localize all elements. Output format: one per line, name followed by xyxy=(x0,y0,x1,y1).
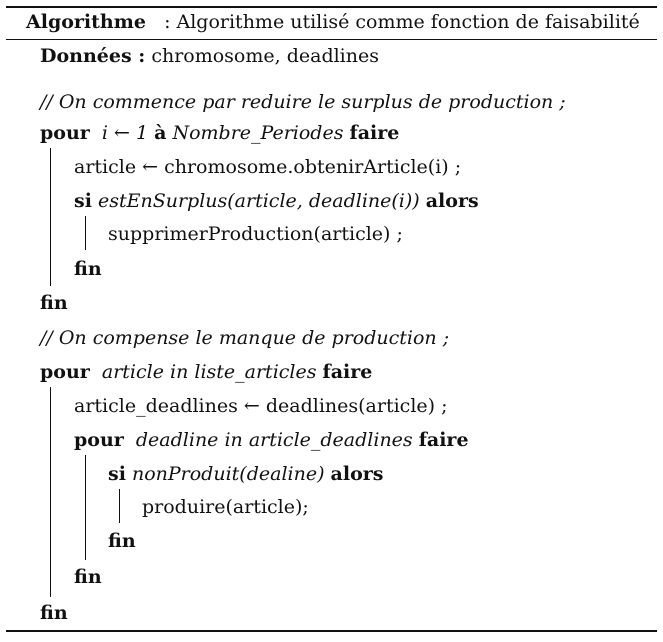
if2-keyword: si xyxy=(108,463,126,485)
algorithm-caption: Algorithme : Algorithme utilisé comme fo… xyxy=(26,10,640,34)
if2-header: si nonProduit(dealine) alors xyxy=(108,462,383,486)
if1-keyword: si xyxy=(74,190,92,212)
if1-then-keyword: alors xyxy=(425,190,479,212)
if2-block-bar xyxy=(119,489,120,523)
inner-loop-header: pour deadline in article_deadlines faire xyxy=(74,428,469,452)
if1-body: supprimerProduction(article) ; xyxy=(108,223,403,245)
if1-block-bar xyxy=(85,216,86,250)
loop1-bound: Nombre_Periodes xyxy=(172,122,344,144)
inner-loop-end: fin xyxy=(74,566,102,588)
if1-condition: estEnSurplus(article, deadline(i)) xyxy=(97,190,420,212)
loop2-do-keyword: faire xyxy=(322,361,373,383)
inner-iter: deadline in article_deadlines xyxy=(135,429,413,451)
inputs-text: chromosome, deadlines xyxy=(151,45,379,67)
loop2-block-bar xyxy=(50,387,51,597)
loop1-do-keyword: faire xyxy=(349,122,400,144)
inputs-line: Données : chromosome, deadlines xyxy=(40,44,379,68)
inputs-keyword: Données : xyxy=(40,45,146,67)
loop2-end: fin xyxy=(40,602,68,624)
inner-for-keyword: pour xyxy=(74,429,124,451)
if1-end: fin xyxy=(74,258,102,280)
loop1-for-keyword: pour xyxy=(40,122,90,144)
algorithm-keyword: Algorithme xyxy=(26,11,146,33)
algorithm-block: Algorithme : Algorithme utilisé comme fo… xyxy=(6,6,657,632)
loop2-header: pour article in liste_articles faire xyxy=(40,360,372,384)
inner-do-keyword: faire xyxy=(418,429,469,451)
loop1-var: i ← 1 xyxy=(101,122,149,144)
if2-end: fin xyxy=(108,530,136,552)
bottom-rule xyxy=(6,630,657,632)
inner-loop-block-bar xyxy=(85,455,86,560)
loop1-end: fin xyxy=(40,292,68,314)
if1-header: si estEnSurplus(article, deadline(i)) al… xyxy=(74,189,479,213)
if2-then-keyword: alors xyxy=(330,463,384,485)
caption-rule xyxy=(6,39,657,40)
loop1-block-bar xyxy=(50,148,51,286)
loop2-assign: article_deadlines ← deadlines(article) ; xyxy=(74,395,448,417)
if2-condition: nonProduit(dealine) xyxy=(131,463,325,485)
comment-reduce-surplus: // On commence par reduire le surplus de… xyxy=(40,91,566,113)
caption-text: : Algorithme utilisé comme fonction de f… xyxy=(164,11,640,33)
if2-body: produire(article); xyxy=(142,496,309,518)
top-rule xyxy=(6,6,657,8)
loop1-header: pour i ← 1 à Nombre_Periodes faire xyxy=(40,121,399,145)
loop1-assign: article ← chromosome.obtenirArticle(i) ; xyxy=(74,156,462,178)
loop2-for-keyword: pour xyxy=(40,361,90,383)
loop1-to-keyword: à xyxy=(154,122,167,144)
loop2-iter: article in liste_articles xyxy=(101,361,317,383)
comment-compensate: // On compense le manque de production ; xyxy=(40,327,450,349)
